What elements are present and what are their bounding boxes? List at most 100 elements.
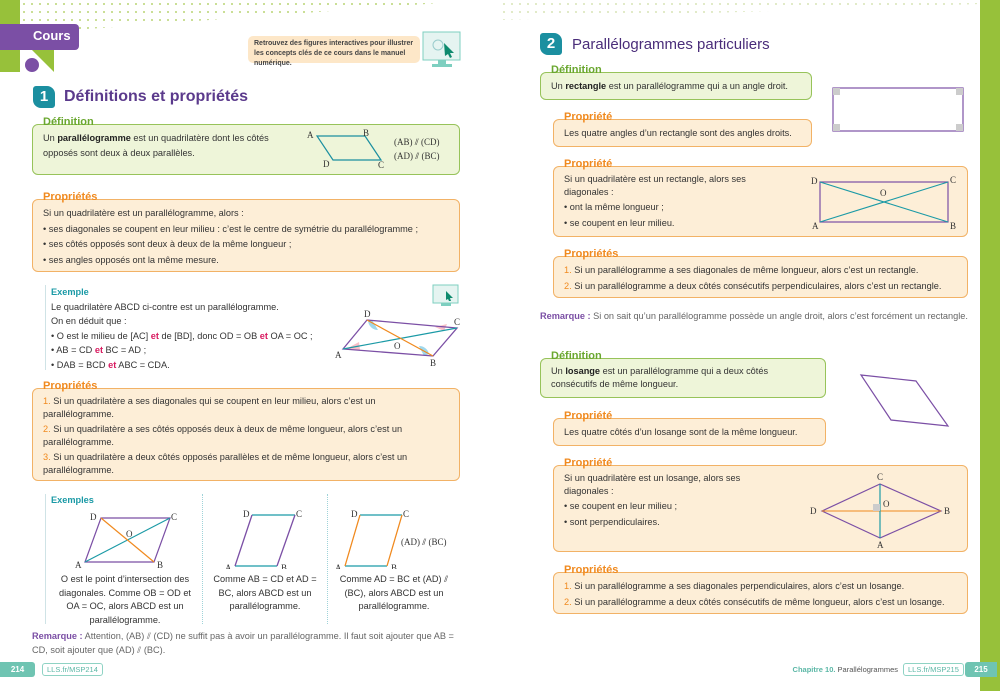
svg-text:D: D — [90, 512, 97, 522]
property-item: 1. Si un quadrilatère a ses diagonales q… — [43, 396, 376, 419]
property-item: ses côtés opposés sont deux à deux de la… — [43, 237, 449, 252]
properties-box: Propriétés Si un quadrilatère est un par… — [32, 190, 460, 272]
property-item: se coupent en leur milieu. — [564, 216, 957, 231]
example-title: Exemple — [51, 287, 89, 297]
point-label: B — [430, 358, 436, 368]
property-box: Propriété Si un quadrilatère est un rect… — [553, 157, 968, 237]
definition-text: Un losange est un parallélogramme qui a … — [551, 365, 791, 391]
parallelogram-figure: A B C D (AB) ⫽ (CD) (AD) ⫽ (BC) — [307, 128, 440, 170]
properties-label: Propriétés — [562, 563, 621, 577]
example-bullet: O est le milieu de [AC] et de [BD], donc… — [51, 329, 331, 344]
example-caption: O est le point d’intersection des diagon… — [58, 574, 191, 625]
section-number-badge: 2 — [540, 33, 562, 55]
column-divider — [327, 494, 328, 624]
monitor-icon[interactable] — [422, 31, 462, 69]
conjunction-highlight: et — [150, 330, 159, 341]
monitor-icon[interactable] — [432, 284, 460, 310]
properties-label: Propriétés — [41, 379, 100, 393]
point-label: C — [378, 160, 384, 170]
property-item: ont la même longueur ; — [564, 200, 957, 215]
definition-text: Un parallélogramme est un quadrilatère d… — [43, 131, 293, 160]
text-segment: ABC = CDA. — [116, 359, 170, 370]
properties-label: Propriétés — [562, 247, 621, 261]
page-number: 215 — [965, 662, 997, 677]
section-title: Parallélogrammes particuliers — [572, 36, 770, 53]
property-item: 3. Si un quadrilatère a deux côtés oppos… — [43, 452, 408, 475]
green-bar — [980, 0, 1000, 691]
definition-label: Définition — [549, 349, 604, 363]
example-caption: Comme AD = BC et (AD) ⫽ (BC), alors ABCD… — [339, 574, 449, 611]
point-label: D — [364, 309, 371, 319]
svg-text:B: B — [950, 221, 956, 231]
property-text: Les quatre côtés d’un losange sont de la… — [564, 427, 798, 437]
text-segment: est un quadrilatère dont les côtés oppos… — [43, 133, 269, 158]
example-bullet: AB = CD et BC = AD ; — [51, 343, 331, 358]
column-divider — [202, 494, 203, 624]
property-intro: Si un quadrilatère est un losange, alors… — [564, 473, 741, 496]
definition-rectangle-box: Définition Un rectangle est un parallélo… — [540, 63, 812, 100]
property-item: 2. Si un quadrilatère a ses côtés opposé… — [43, 424, 403, 447]
svg-text:B: B — [281, 563, 287, 569]
properties-label: Propriétés — [41, 190, 100, 204]
conjunction-highlight: et — [108, 359, 117, 370]
property-label: Propriété — [562, 110, 615, 124]
examples-rule — [45, 494, 46, 624]
parallelogram-example-figure: A B C D O — [335, 309, 460, 368]
svg-text:A: A — [225, 563, 232, 569]
svg-text:C: C — [171, 512, 177, 522]
text-segment: Un — [43, 133, 58, 143]
text-segment: OA = OC ; — [267, 330, 313, 341]
svg-text:C: C — [403, 509, 409, 519]
property-item: sont perpendiculaires. — [564, 515, 957, 530]
point-label: O — [394, 341, 401, 351]
svg-text:B: B — [944, 506, 950, 516]
example-block: Exemple Le quadrilatère ABCD ci-contre e… — [51, 285, 331, 372]
property-label: Propriété — [562, 157, 615, 171]
point-label: C — [454, 317, 460, 327]
remark: Remarque : Si on sait qu’un parallélogra… — [540, 311, 968, 321]
svg-text:A: A — [812, 221, 819, 231]
property-item: 1. Si un parallélogramme a ses diagonale… — [564, 581, 905, 591]
text-segment: Un — [551, 366, 566, 376]
bold-term: losange — [565, 366, 601, 376]
properties-intro: Si un quadrilatère est un parallélogramm… — [43, 208, 244, 218]
svg-text:O: O — [883, 499, 890, 509]
parallel-relation: (AB) ⫽ (CD) — [394, 137, 440, 147]
section-number-badge: 1 — [33, 86, 55, 108]
lls-link[interactable]: LLS.fr/MSP215 — [903, 663, 964, 676]
decor-dot — [25, 58, 39, 72]
point-label: A — [335, 350, 342, 360]
svg-text:B: B — [157, 560, 163, 570]
properties-box: Propriétés 1. Si un parallélogramme a se… — [553, 563, 968, 614]
text-segment: de [BD], donc OD = OB — [158, 330, 260, 341]
svg-text:B: B — [391, 563, 397, 569]
point-label: B — [363, 128, 369, 138]
parallel-relation: (AD) ⫽ (BC) — [394, 151, 440, 161]
text-segment: O est le milieu de [AC] — [56, 330, 151, 341]
examples-title: Exemples — [51, 495, 94, 505]
property-box: Propriété Les quatre côtés d’un losange … — [553, 409, 826, 446]
property-item: ses angles opposés ont la même mesure. — [43, 253, 449, 268]
text-segment: BC = AD ; — [103, 345, 147, 355]
svg-text:C: C — [950, 175, 956, 185]
bold-term: parallélogramme — [57, 133, 131, 143]
remark: Remarque : Attention, (AB) ⫽ (CD) ne suf… — [32, 631, 454, 655]
point-label: D — [323, 159, 330, 169]
properties-box: Propriétés 1. Si un parallélogramme a se… — [553, 247, 968, 298]
property-text: Les quatre angles d’un rectangle sont de… — [564, 128, 792, 138]
svg-text:O: O — [880, 188, 887, 198]
property-label: Propriété — [562, 456, 615, 470]
svg-text:A: A — [75, 560, 82, 570]
dot-pattern — [20, 0, 480, 34]
losange-figure — [859, 374, 950, 427]
bold-term: rectangle — [565, 81, 607, 91]
lls-link[interactable]: LLS.fr/MSP214 — [42, 663, 103, 676]
svg-text:A: A — [877, 540, 884, 550]
page-number: 214 — [0, 662, 35, 677]
example-text: On en déduit que : — [51, 316, 127, 326]
example-bullet: DAB = BCD et ABC = CDA. — [51, 358, 331, 373]
